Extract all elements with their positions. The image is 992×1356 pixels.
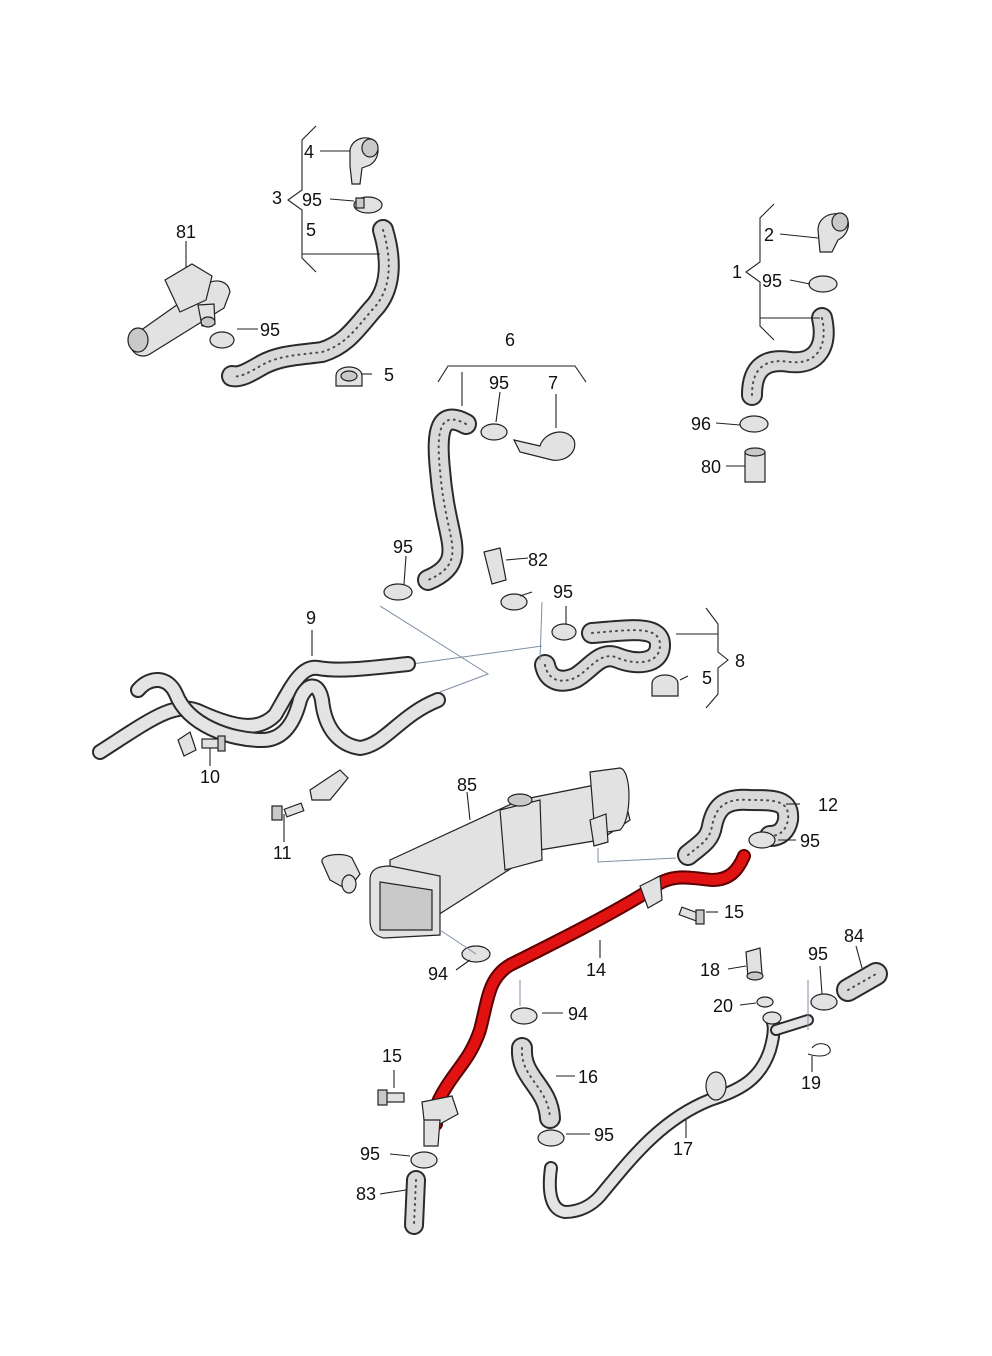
callout-95-b: 95 [260,320,280,340]
bracket-8 [705,607,729,709]
hose-16[interactable] [510,1007,565,1147]
callout-12: 12 [818,795,838,815]
bracket-6 [437,365,587,383]
callout-95-f: 95 [553,582,573,602]
bolt-11[interactable] [271,802,305,821]
hose-assembly-8[interactable] [534,619,679,697]
hose-assembly-6[interactable] [383,408,576,611]
callout-16: 16 [578,1067,598,1087]
pipe-17[interactable] [542,1011,814,1219]
callout-15-a: 15 [724,902,744,922]
hose-assembly-3[interactable] [221,137,400,388]
callout-11: 11 [273,843,292,863]
assembly-guides [379,601,543,693]
callout-81: 81 [176,222,196,242]
callout-95-i: 95 [808,944,828,964]
callout-6: 6 [505,330,515,350]
callout-94-a: 94 [428,964,448,984]
callout-5-a: 5 [306,220,316,240]
callout-2: 2 [764,225,774,245]
callout-15-b: 15 [382,1046,402,1066]
callout-82: 82 [528,550,548,570]
callout-94-b: 94 [568,1004,588,1024]
callout-95-h: 95 [594,1125,614,1145]
coolant-flange-81[interactable] [127,263,235,357]
callout-84: 84 [844,926,864,946]
callout-5-c: 5 [702,668,712,688]
clamp-95-lower-left[interactable] [410,1151,438,1169]
leader-lines [185,150,863,1195]
callout-1: 1 [732,262,742,282]
bracket-1 [745,203,775,341]
callout-95-a: 95 [302,190,322,210]
callout-85: 85 [457,775,477,795]
callout-5-b: 5 [384,365,394,385]
clip-19[interactable] [807,1043,831,1057]
callout-95-g: 95 [800,831,820,851]
callout-95-c: 95 [762,271,782,291]
temperature-sender-18[interactable] [745,947,764,981]
callout-95-e: 95 [393,537,413,557]
bolt-15-right[interactable] [678,906,705,925]
seal-20[interactable] [756,996,774,1008]
callout-17: 17 [673,1139,693,1159]
egr-cooler-85[interactable] [321,767,631,939]
callout-80: 80 [701,457,721,477]
callout-95-j: 95 [360,1144,380,1164]
pipe-assembly-9[interactable] [92,656,446,801]
callout-8: 8 [735,651,745,671]
callout-10: 10 [200,767,220,787]
callout-20: 20 [713,996,733,1016]
callout-96: 96 [691,414,711,434]
clamp-95-right[interactable] [810,993,838,1011]
clip-5-top[interactable] [335,366,363,387]
callout-95-d: 95 [489,373,509,393]
callout-18: 18 [700,960,720,980]
hose-12[interactable] [677,788,800,866]
callout-labels: 4 3 95 5 81 95 5 2 1 95 96 80 6 95 7 95 … [176,142,864,1204]
callout-3: 3 [272,188,282,208]
hose-84[interactable] [836,962,888,1002]
callout-83: 83 [356,1184,376,1204]
bolt-10[interactable] [201,735,226,752]
callout-7: 7 [548,373,558,393]
hose-assembly-1[interactable] [739,212,850,483]
bolt-15-left[interactable] [377,1089,405,1106]
callout-19: 19 [801,1073,821,1093]
callout-14: 14 [586,960,606,980]
bracket-3 [287,125,317,273]
callout-9: 9 [306,608,316,628]
highlighted-coolant-pipe-14[interactable] [421,849,751,1147]
callout-4: 4 [304,142,314,162]
hose-83[interactable] [404,1170,426,1235]
